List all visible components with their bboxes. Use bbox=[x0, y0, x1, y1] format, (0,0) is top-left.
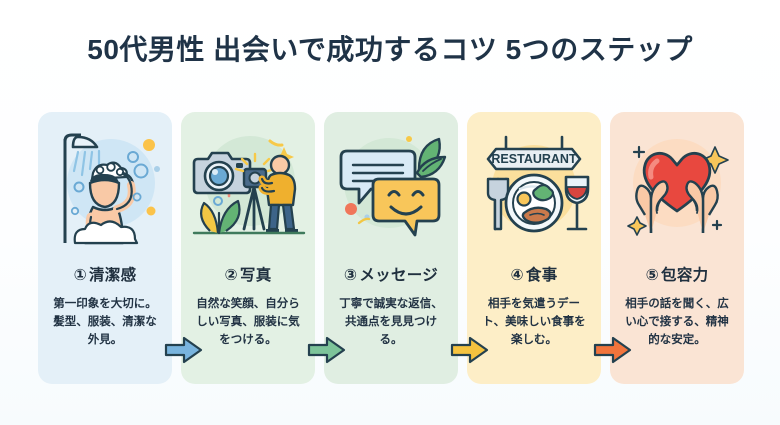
step-number-1: ① bbox=[73, 267, 88, 284]
arrow-step2-to-step3-icon bbox=[307, 334, 347, 366]
restaurant-meal-icon: RESTAURANT bbox=[474, 125, 594, 247]
step-title-4: 食事 bbox=[525, 267, 558, 284]
arrow-step1-to-step2-icon bbox=[164, 334, 204, 366]
camera-photographer-icon bbox=[188, 125, 308, 247]
step-number-3: ③ bbox=[343, 267, 358, 284]
restaurant-sign-label: RESTAURANT bbox=[491, 152, 577, 166]
speech-bubbles-icon bbox=[331, 125, 451, 247]
step-title-1: 清潔感 bbox=[89, 267, 137, 284]
arrow-step4-to-step5-icon bbox=[593, 334, 633, 366]
step-title-5: 包容力 bbox=[661, 267, 709, 284]
step-description-4: 相手を気遣うデート、美味しい食事を楽しむ。 bbox=[482, 298, 586, 347]
step-description-5: 相手の話を聞く、広い心で接する、精神的な安定。 bbox=[625, 298, 729, 347]
step-card-4[interactable]: RESTAURANT bbox=[467, 112, 601, 384]
hands-heart-icon bbox=[617, 125, 737, 247]
step-number-5: ⑤ bbox=[645, 267, 660, 284]
step-description-3: 丁寧で誠実な返信、共通点を見見つける。 bbox=[339, 298, 443, 347]
arrow-step3-to-step4-icon bbox=[450, 334, 490, 366]
step-number-4: ④ bbox=[510, 267, 524, 284]
page-title: 50代男性 出会いで成功するコツ 5つのステップ bbox=[87, 34, 693, 65]
step-title-2: 写真 bbox=[239, 267, 272, 284]
step-number-2: ② bbox=[224, 267, 238, 284]
step-description-1: 第一印象を大切に。髪型、服装、清潔な外見。 bbox=[53, 298, 157, 347]
shower-person-icon bbox=[45, 125, 165, 247]
step-title-3: メッセージ bbox=[359, 267, 439, 284]
step-description-2: 自然な笑顔、自分らしい写真、服装に気をつける。 bbox=[196, 298, 300, 347]
